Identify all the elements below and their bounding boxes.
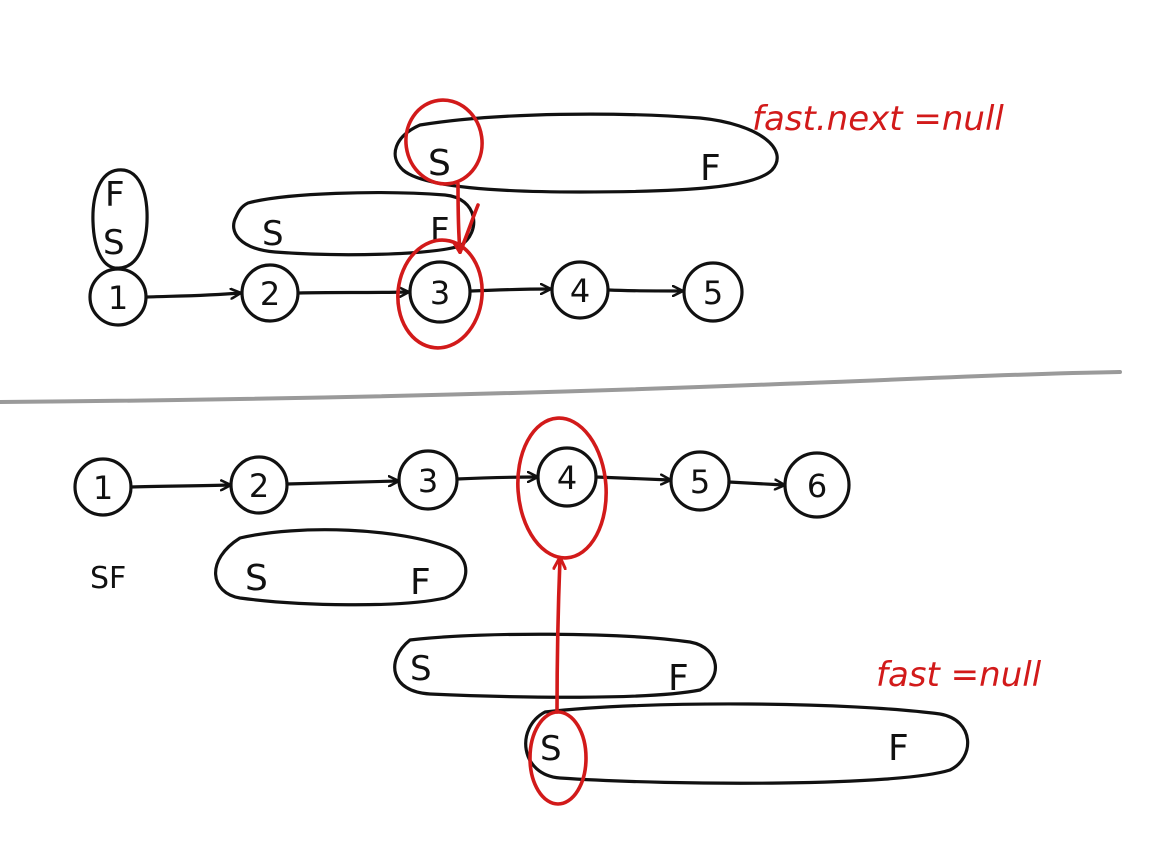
top-step-2-fast-label: F <box>700 148 721 189</box>
bottom-highlights: fast =null <box>516 416 1042 806</box>
top-start-slow-label: S <box>103 223 125 263</box>
bottom-step-3-slow-label: S <box>540 729 562 769</box>
top-start-fast-label: F <box>105 175 125 215</box>
bottom-step-2-pointers: S F <box>393 632 717 699</box>
top-node-5-label: 5 <box>703 274 723 312</box>
bottom-step-2-slow-label: S <box>410 649 432 689</box>
top-scenario: F S 1 2 3 4 5 S F <box>88 98 1004 350</box>
bottom-start-pointers-label: SF <box>90 561 126 596</box>
top-step-1-slow-label: S <box>262 214 284 254</box>
bottom-step-1-slow-label: S <box>245 558 268 599</box>
top-middle-node-highlight <box>396 238 484 350</box>
top-slow-to-middle-arrow <box>458 182 460 252</box>
top-slow-highlight-circle <box>404 98 484 186</box>
bottom-list: 1 2 3 4 5 6 <box>73 446 851 519</box>
top-node-2-label: 2 <box>260 275 280 313</box>
top-list: 1 2 3 4 5 <box>88 260 744 327</box>
top-step-1-fast-label: F <box>430 211 450 251</box>
bottom-node-2-label: 2 <box>249 467 269 505</box>
bottom-step-3-pointers: S F <box>524 702 970 785</box>
top-slow-arrow-tail <box>458 203 480 254</box>
top-node-4-label: 4 <box>570 272 590 310</box>
bottom-slow-to-middle-arrow <box>557 558 560 714</box>
top-step-2-slow-label: S <box>428 143 451 184</box>
bottom-node-4-label: 4 <box>557 459 577 497</box>
bottom-node-5-label: 5 <box>690 463 710 501</box>
bottom-annotation: fast =null <box>876 655 1042 695</box>
top-node-3-label: 3 <box>430 274 450 312</box>
bottom-node-1-label: 1 <box>93 469 113 507</box>
bottom-step-3-fast-label: F <box>888 728 909 769</box>
section-divider <box>0 370 1122 404</box>
bottom-node-3-label: 3 <box>418 462 438 500</box>
top-node-1-label: 1 <box>108 279 128 317</box>
bottom-arrow-4-5 <box>594 477 670 480</box>
top-arrow-3-4 <box>469 289 550 291</box>
bottom-arrow-5-6 <box>727 482 784 485</box>
bottom-step-1-pointers: S F <box>214 528 468 607</box>
top-arrow-4-5 <box>607 290 682 291</box>
top-step-2-pointers: S F <box>393 112 779 194</box>
bottom-step-1-fast-label: F <box>410 562 431 603</box>
top-arrow-1-2 <box>145 293 240 297</box>
bottom-arrow-2-3 <box>285 481 398 484</box>
top-arrow-2-3 <box>297 292 408 293</box>
top-step-1-pointers: S F <box>232 191 476 257</box>
bottom-arrow-1-2 <box>129 485 230 487</box>
bottom-node-6-label: 6 <box>807 467 827 505</box>
bottom-arrow-3-4 <box>455 477 537 479</box>
bottom-step-2-fast-label: F <box>668 658 689 699</box>
top-start-pointer-stack: F S <box>91 168 149 270</box>
bottom-scenario: 1 2 3 4 5 6 SF S F S F <box>73 416 1042 806</box>
top-highlights: fast.next =null <box>396 98 1004 350</box>
top-annotation: fast.next =null <box>752 99 1004 139</box>
